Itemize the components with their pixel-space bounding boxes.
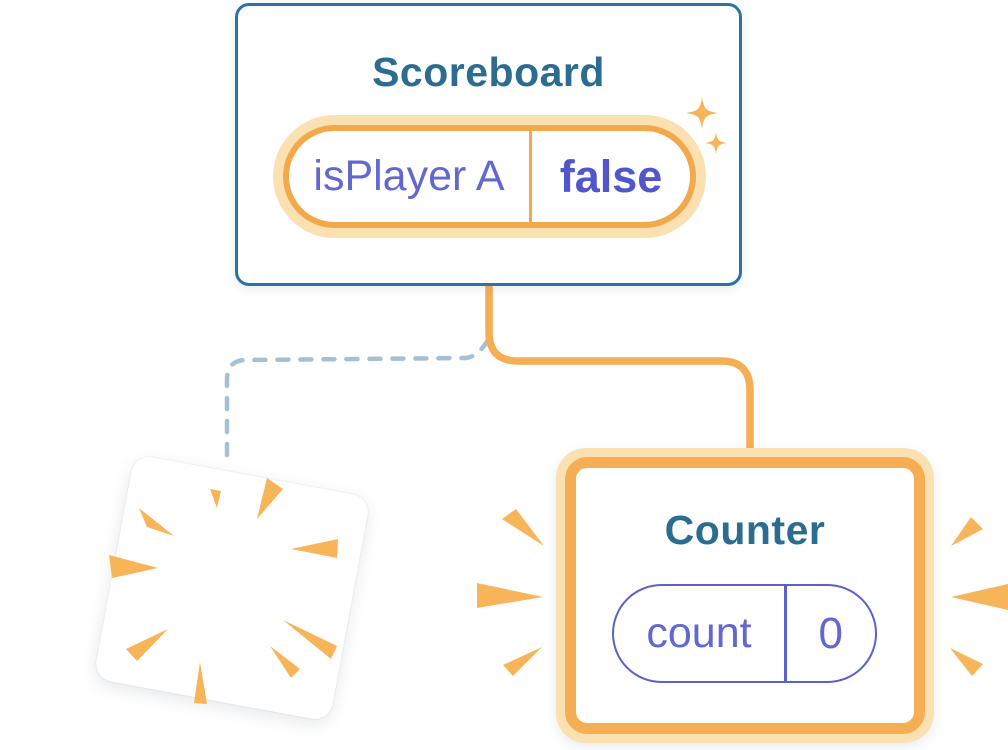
counter-state-value: 0 xyxy=(818,608,843,658)
counter-state-label: count xyxy=(646,609,752,657)
dashed-connector-line xyxy=(224,337,491,466)
pill-divider xyxy=(784,586,787,681)
scoreboard-card: Scoreboard isPlayer A false xyxy=(235,3,742,286)
counter-state-pill: count 0 xyxy=(612,584,877,683)
scoreboard-state-pill-inner: isPlayer A false xyxy=(283,125,696,228)
counter-title: Counter xyxy=(664,507,826,553)
scoreboard-title: Scoreboard xyxy=(372,49,605,95)
pill-divider xyxy=(529,131,532,222)
emphasis-burst-left-icon xyxy=(477,509,544,676)
emphasis-burst-right-icon xyxy=(950,517,1008,676)
counter-card-inner-border: Counter count 0 xyxy=(565,457,925,734)
destroyed-component-card xyxy=(93,454,371,722)
counter-card: Counter count 0 xyxy=(556,448,934,743)
active-connector-line xyxy=(485,283,754,453)
scoreboard-state-pill: isPlayer A false xyxy=(273,115,706,238)
scoreboard-state-value: false xyxy=(559,150,663,202)
scoreboard-state-label: isPlayer A xyxy=(313,152,505,200)
